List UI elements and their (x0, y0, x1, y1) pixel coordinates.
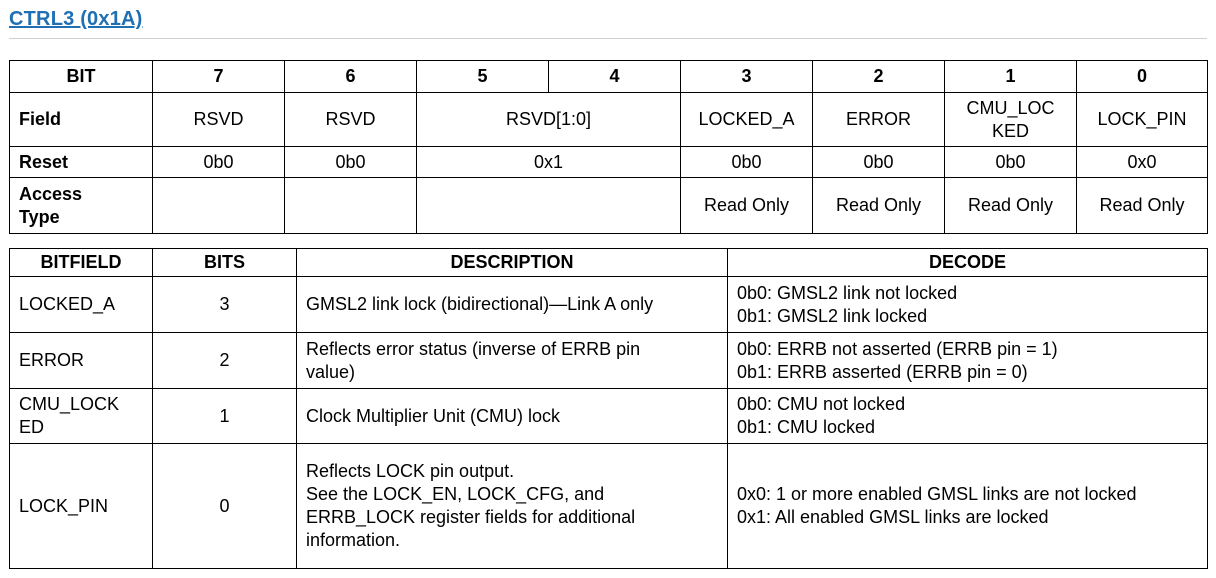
field-name: RSVD[1:0] (416, 92, 681, 147)
reset-value: 0x1 (416, 146, 681, 178)
bitfield-description: GMSL2 link lock (bidirectional)—Link A o… (296, 276, 728, 333)
bitfield-bits: 3 (152, 276, 297, 333)
access-row-label: Access Type (9, 177, 153, 234)
field-name: RSVD (284, 92, 417, 147)
bitfield-bits: 2 (152, 332, 297, 389)
access-type: Read Only (1076, 177, 1208, 234)
decode-column-header: DECODE (727, 248, 1208, 277)
access-type (152, 177, 285, 234)
bitfield-header-row: BITFIELD BITS DESCRIPTION DECODE (9, 248, 1208, 277)
reset-value: 0x0 (1076, 146, 1208, 178)
field-name: LOCK_PIN (1076, 92, 1208, 147)
table-row: CMU_LOCK ED 1 Clock Multiplier Unit (CMU… (9, 388, 1208, 444)
bitfield-decode: 0b0: GMSL2 link not locked 0b1: GMSL2 li… (727, 276, 1208, 333)
bit-header-label: BIT (9, 60, 153, 93)
bit-number: 4 (548, 60, 681, 93)
bitfield-description: Reflects error status (inverse of ERRB p… (296, 332, 728, 389)
bitfield-decode: 0x0: 1 or more enabled GMSL links are no… (727, 443, 1208, 569)
field-name: ERROR (812, 92, 945, 147)
field-row-label: Field (9, 92, 153, 147)
bit-number: 1 (944, 60, 1077, 93)
title-divider (9, 38, 1207, 39)
field-name: CMU_LOC KED (944, 92, 1077, 147)
access-type (284, 177, 417, 234)
bit-number: 0 (1076, 60, 1208, 93)
access-type: Read Only (944, 177, 1077, 234)
bit-number: 6 (284, 60, 417, 93)
description-column-header: DESCRIPTION (296, 248, 728, 277)
reset-row: Reset 0b0 0b0 0x1 0b0 0b0 0b0 0x0 (9, 146, 1208, 178)
reset-row-label: Reset (9, 146, 153, 178)
bitfield-decode: 0b0: CMU not locked 0b1: CMU locked (727, 388, 1208, 444)
reset-value: 0b0 (944, 146, 1077, 178)
reset-value: 0b0 (680, 146, 813, 178)
table-row: LOCKED_A 3 GMSL2 link lock (bidirectiona… (9, 276, 1208, 333)
bitfield-description: Reflects LOCK pin output. See the LOCK_E… (296, 443, 728, 569)
bitfield-name: LOCK_PIN (9, 443, 153, 569)
bitfield-name: CMU_LOCK ED (9, 388, 153, 444)
register-title[interactable]: CTRL3 (0x1A) (9, 8, 143, 30)
access-type: Read Only (680, 177, 813, 234)
bit-number: 3 (680, 60, 813, 93)
bitfield-bits: 1 (152, 388, 297, 444)
reset-value: 0b0 (812, 146, 945, 178)
bitfield-name: ERROR (9, 332, 153, 389)
register-map-table: BIT 7 6 5 4 3 2 1 0 Field RSVD RSVD RSVD… (9, 60, 1208, 234)
field-row: Field RSVD RSVD RSVD[1:0] LOCKED_A ERROR… (9, 92, 1208, 147)
access-row: Access Type Read Only Read Only Read Onl… (9, 177, 1208, 234)
field-name: RSVD (152, 92, 285, 147)
field-name: LOCKED_A (680, 92, 813, 147)
bitfield-table: BITFIELD BITS DESCRIPTION DECODE LOCKED_… (9, 248, 1208, 569)
reset-value: 0b0 (152, 146, 285, 178)
access-type (416, 177, 681, 234)
bits-column-header: BITS (152, 248, 297, 277)
bitfield-bits: 0 (152, 443, 297, 569)
reset-value: 0b0 (284, 146, 417, 178)
table-row: LOCK_PIN 0 Reflects LOCK pin output. See… (9, 443, 1208, 569)
access-type: Read Only (812, 177, 945, 234)
bit-header-row: BIT 7 6 5 4 3 2 1 0 (9, 60, 1208, 93)
bit-number: 7 (152, 60, 285, 93)
bitfield-column-header: BITFIELD (9, 248, 153, 277)
bitfield-description: Clock Multiplier Unit (CMU) lock (296, 388, 728, 444)
bit-number: 5 (416, 60, 549, 93)
bit-number: 2 (812, 60, 945, 93)
bitfield-decode: 0b0: ERRB not asserted (ERRB pin = 1) 0b… (727, 332, 1208, 389)
bitfield-name: LOCKED_A (9, 276, 153, 333)
table-row: ERROR 2 Reflects error status (inverse o… (9, 332, 1208, 389)
